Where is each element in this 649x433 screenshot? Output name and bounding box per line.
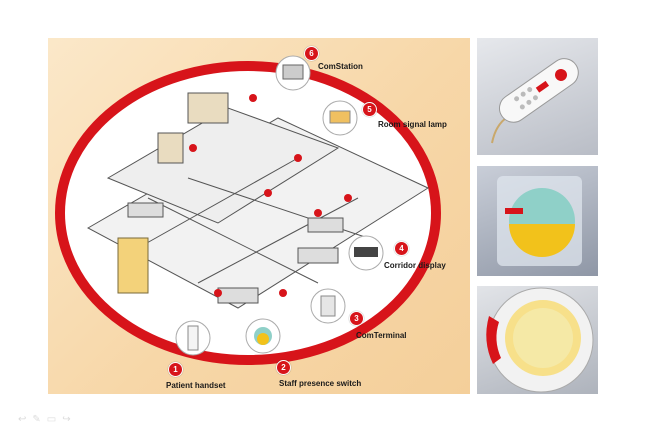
label-room-signal-lamp: 5 xyxy=(362,102,377,117)
label-patient-handset: 1 xyxy=(168,362,183,377)
badge-4: 4 xyxy=(394,241,409,256)
badge-1: 1 xyxy=(168,362,183,377)
label-patient-handset-text: Patient handset xyxy=(166,381,226,390)
presence-switch-image xyxy=(497,176,582,266)
device-markers xyxy=(189,94,352,297)
badge-6: 6 xyxy=(304,46,319,61)
forward-arrow-icon[interactable]: ↪ xyxy=(62,414,71,425)
label-room-signal-lamp-text: Room signal lamp xyxy=(378,120,447,129)
photo-patient-handset xyxy=(477,38,598,155)
floor-plan xyxy=(86,92,430,309)
pen-icon[interactable]: ✎ xyxy=(32,414,41,425)
illustration-panel xyxy=(48,38,470,394)
badge-5: 5 xyxy=(362,102,377,117)
photo-comterminal xyxy=(477,286,598,394)
label-comterminal-text: ComTerminal xyxy=(356,331,407,340)
back-arrow-icon[interactable]: ↩ xyxy=(18,414,27,425)
comterminal-image xyxy=(486,287,594,393)
square-icon[interactable]: ▭ xyxy=(46,414,57,425)
label-corridor-display-text: Corridor display xyxy=(384,261,446,270)
badge-3: 3 xyxy=(349,311,364,326)
ward-illustration xyxy=(55,55,441,365)
badge-2: 2 xyxy=(276,360,291,375)
label-corridor-display: 4 xyxy=(394,241,409,256)
label-staff-presence-switch: 2 xyxy=(276,360,291,375)
label-comstation-text: ComStation xyxy=(318,62,363,71)
label-staff-presence-switch-text: Staff presence switch xyxy=(279,379,362,388)
label-comterminal: 3 xyxy=(349,311,364,326)
viewer-toolbar: ↩ ✎ ▭ ↪ xyxy=(18,414,71,425)
label-comstation: 6 xyxy=(304,46,319,61)
handset-image xyxy=(491,58,579,144)
photo-staff-presence-switch xyxy=(477,166,598,276)
device-bubbles xyxy=(175,55,384,356)
